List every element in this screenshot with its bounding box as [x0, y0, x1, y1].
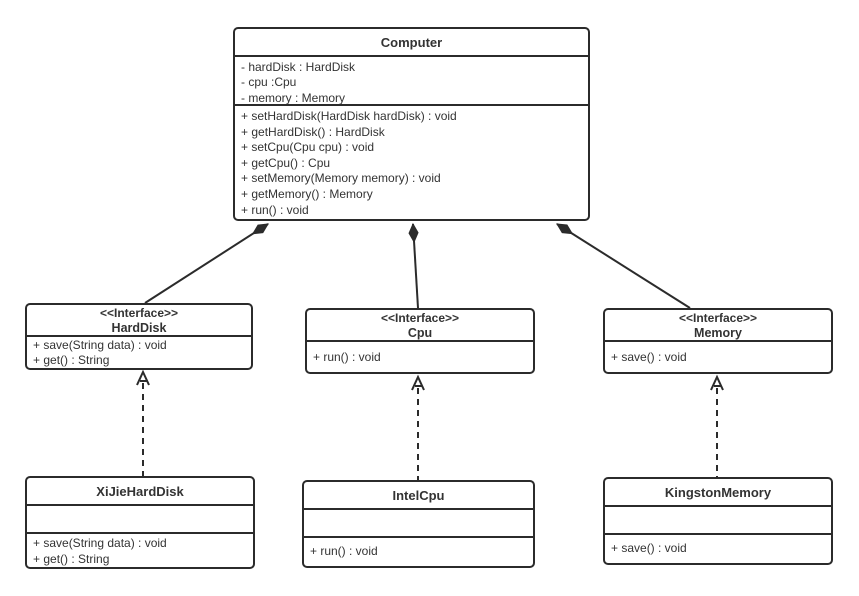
- interface-memory: <<Interface>> Memory + save() : void: [603, 308, 833, 374]
- methods-compartment: + save(String data) : void+ get() : Stri…: [27, 534, 253, 567]
- interface-header: <<Interface>> HardDisk: [27, 305, 251, 337]
- composition-link-computer-harddisk: [144, 223, 269, 304]
- member-line: + run() : void: [241, 202, 309, 217]
- member-line: + setHardDisk(HardDisk hardDisk) : void: [241, 109, 457, 123]
- member-line: - memory : Memory: [241, 90, 346, 105]
- interface-name: Memory: [694, 326, 742, 340]
- fields-compartment: [605, 507, 831, 535]
- member-line: + save() : void: [611, 541, 687, 555]
- composition-diamond-harddisk: [251, 223, 269, 235]
- interface-cpu: <<Interface>> Cpu + run() : void: [305, 308, 535, 374]
- member-line: + save() : void: [611, 350, 687, 364]
- class-name: Computer: [235, 29, 588, 57]
- class-name: IntelCpu: [304, 482, 533, 510]
- member-line: + save(String data) : void: [33, 536, 167, 550]
- member-line: + setMemory(Memory memory) : void: [241, 171, 441, 186]
- class-name: XiJieHardDisk: [27, 478, 253, 506]
- stereotype-label: <<Interface>>: [380, 311, 460, 325]
- member-line: + getCpu() : Cpu: [241, 155, 331, 170]
- fields-compartment: - hardDisk : HardDisk- cpu :Cpu- memory …: [235, 57, 588, 106]
- interface-header: <<Interface>> Memory: [605, 310, 831, 342]
- class-xijieharddisk: XiJieHardDisk + save(String data) : void…: [25, 476, 255, 569]
- methods-compartment: + save() : void: [605, 535, 831, 563]
- class-computer: Computer - hardDisk : HardDisk- cpu :Cpu…: [233, 27, 590, 221]
- member-line: + run() : void: [313, 350, 381, 364]
- interface-name: HardDisk: [111, 321, 167, 335]
- stereotype-label: <<Interface>>: [678, 311, 758, 325]
- member-line: - hardDisk : HardDisk: [241, 60, 356, 74]
- methods-compartment: + save(String data) : void+ get() : Stri…: [27, 337, 251, 368]
- interface-header: <<Interface>> Cpu: [307, 310, 533, 342]
- member-line: + get() : String: [33, 551, 110, 566]
- fields-compartment: [304, 510, 533, 538]
- class-name: KingstonMemory: [605, 479, 831, 507]
- composition-diamond-memory: [556, 223, 574, 235]
- methods-compartment: + run() : void: [304, 538, 533, 566]
- composition-diamond-cpu: [408, 222, 419, 244]
- class-intelcpu: IntelCpu + run() : void: [302, 480, 535, 568]
- fields-compartment: [27, 506, 253, 534]
- composition-link-computer-memory: [556, 223, 691, 309]
- member-line: - cpu :Cpu: [241, 75, 297, 90]
- class-kingstonmemory: KingstonMemory + save() : void: [603, 477, 833, 565]
- member-line: + getHardDisk() : HardDisk: [241, 124, 385, 139]
- member-line: + setCpu(Cpu cpu) : void: [241, 140, 375, 155]
- interface-harddisk: <<Interface>> HardDisk + save(String dat…: [25, 303, 253, 370]
- methods-compartment: + save() : void: [605, 342, 831, 372]
- interface-name: Cpu: [407, 326, 433, 340]
- member-line: + run() : void: [310, 544, 378, 558]
- stereotype-label: <<Interface>>: [99, 306, 179, 320]
- methods-compartment: + run() : void: [307, 342, 533, 372]
- methods-compartment: + setHardDisk(HardDisk hardDisk) : void+…: [235, 106, 588, 219]
- member-line: + getMemory() : Memory: [241, 186, 373, 201]
- member-line: + save(String data) : void: [33, 338, 167, 352]
- member-line: + get() : String: [33, 352, 110, 367]
